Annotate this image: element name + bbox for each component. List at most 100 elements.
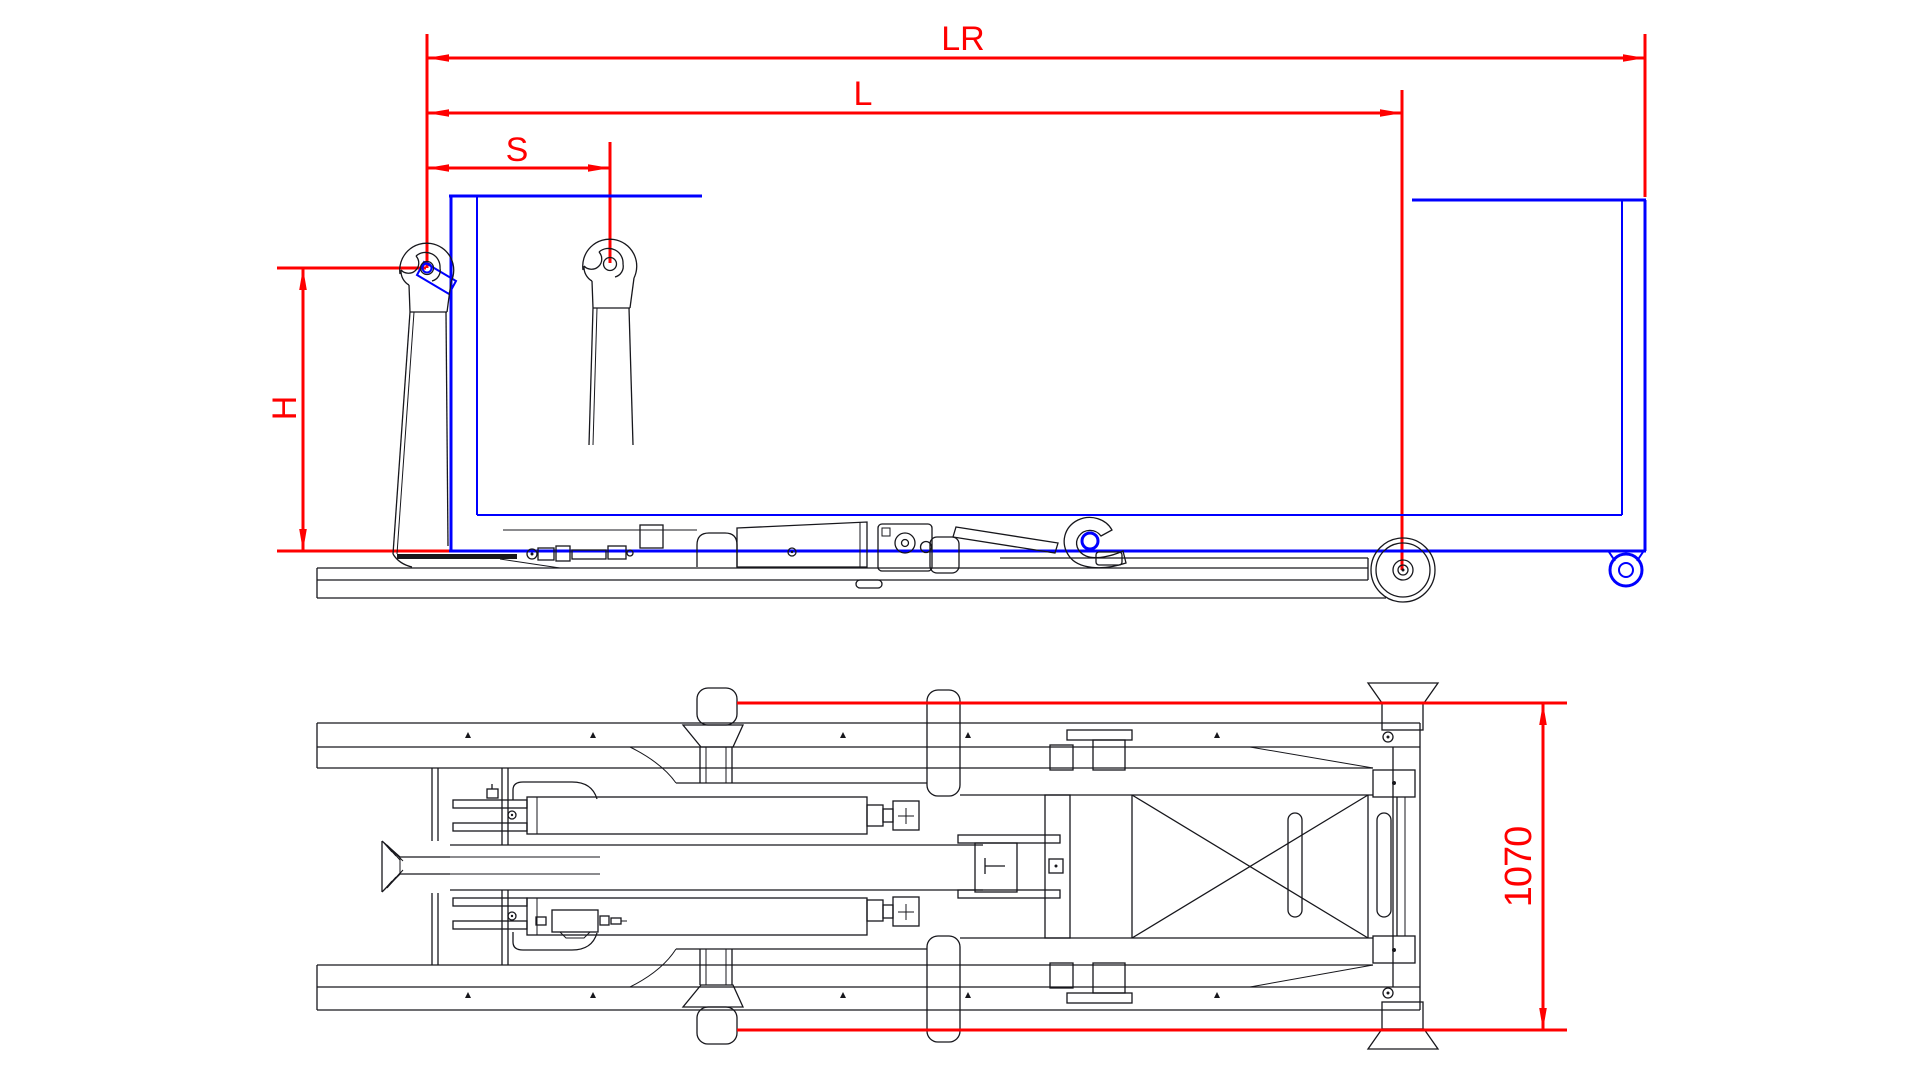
- slider-block: [974, 842, 1018, 893]
- rod-neck: [882, 808, 894, 823]
- frame-transition-top: [629, 746, 677, 784]
- dimension-label-l: L: [854, 75, 873, 113]
- container-outline-side: [415, 194, 1647, 553]
- plan-view: 1070: [316, 682, 1567, 1050]
- clevis-pin: [507, 810, 517, 820]
- main-pivot-bore: [894, 532, 916, 554]
- hook-arm-front: [392, 242, 455, 568]
- mount-bolt: [486, 788, 499, 799]
- linkage-rod: [571, 549, 607, 560]
- pivot-bracket: [787, 523, 960, 589]
- funnel-bottom-edge: [381, 873, 450, 893]
- dimension-label-lr: LR: [941, 20, 984, 58]
- tilt-frame-edge: [499, 558, 561, 569]
- support-wheel-mount: [681, 984, 745, 1008]
- hook-arm-edge-inner: [592, 307, 598, 446]
- clevis-pin-center: [510, 813, 514, 817]
- rod-end-block: [892, 800, 920, 831]
- rear-roller-outer: [1370, 537, 1436, 603]
- guide-roller-block: [1092, 962, 1126, 994]
- hydraulic-fitting-nut: [610, 917, 622, 925]
- telescopic-boom-side: [696, 521, 868, 568]
- rail-end-bolt: [1382, 731, 1394, 743]
- dimension-1070: 1070: [737, 701, 1567, 1032]
- boom-barrel: [736, 521, 868, 568]
- roller-bearing-block: [1372, 935, 1416, 964]
- clevis-plate: [452, 822, 528, 832]
- rail-taper-bottom: [1249, 964, 1374, 988]
- guide-roller-plate: [1066, 729, 1133, 741]
- support-wheel-mount: [681, 724, 745, 748]
- hydraulic-cylinder-bottom: [452, 896, 920, 951]
- pivot-plate: [877, 523, 933, 572]
- guide-roller-stop: [1049, 744, 1074, 771]
- guide-roller-block: [1092, 739, 1126, 771]
- hook-arm-edge: [445, 311, 449, 547]
- cylinder-bracket: [512, 781, 598, 800]
- rear-safety-hook: [952, 516, 1127, 569]
- pivot-block: [929, 536, 960, 574]
- container-rear-lock-bar: [1080, 531, 1100, 551]
- safety-hook-claw: [1063, 516, 1127, 569]
- support-wheel-tire: [696, 1006, 738, 1045]
- roller-bearing-block: [1372, 769, 1416, 798]
- chassis-stop-pad: [855, 579, 883, 589]
- rear-roller-neck-top: [1381, 702, 1424, 731]
- rear-roller-side: [1370, 537, 1436, 603]
- funnel-top-edge: [381, 840, 450, 858]
- chassis-side: [316, 516, 1436, 603]
- rear-roller-rim: [1375, 542, 1431, 598]
- dimension-s: S: [427, 131, 612, 263]
- support-wheel-bottom: [681, 949, 745, 1045]
- dimension-label-s: S: [506, 131, 529, 169]
- hook-arm-foot: [392, 553, 413, 568]
- rod-neck: [882, 904, 894, 919]
- caster-wheel-hub: [1618, 562, 1634, 578]
- secondary-pin: [919, 540, 933, 554]
- support-wheel-top: [681, 687, 745, 783]
- hook-arm-edge-inner: [396, 311, 415, 555]
- linkage-pin: [526, 548, 538, 560]
- lock-lever: [952, 526, 1059, 554]
- container-caster-wheel: [1608, 551, 1644, 588]
- hydraulic-fitting-right: [599, 915, 610, 926]
- stabilizer-tube-top: [926, 689, 961, 797]
- cylinder-barrel: [526, 796, 868, 835]
- clevis-pin: [507, 911, 517, 921]
- valve-block: [551, 909, 599, 933]
- cylinder-bracket: [512, 932, 598, 951]
- caster-fork-right: [1636, 551, 1644, 562]
- rear-end-assembly: [1366, 682, 1440, 1050]
- hydraulic-cylinder-top: [452, 781, 920, 835]
- dimension-l: L: [427, 75, 1404, 570]
- rail-hole-marks: [465, 732, 1220, 998]
- guide-roller-stop: [1049, 962, 1074, 989]
- hook-arm-phantom: [582, 238, 638, 446]
- center-pin-plate: [1048, 858, 1064, 874]
- rear-roller-neck-bottom: [1381, 1001, 1424, 1030]
- hook-arm-edge: [628, 307, 634, 446]
- rear-roller-axle: [1397, 564, 1409, 576]
- tipping-lock-mechanism: [503, 524, 697, 562]
- grease-fitting: [787, 547, 797, 557]
- hydraulic-fitting-left: [535, 916, 547, 926]
- container-lift-bar: [421, 262, 433, 274]
- linkage-block: [537, 547, 555, 561]
- linkage-pin-center: [530, 552, 534, 556]
- rail-end-bolt-center: [1386, 735, 1390, 739]
- slider-plate-top: [957, 834, 1061, 844]
- clevis-pin-center: [510, 914, 514, 918]
- dimension-h: H: [266, 266, 452, 553]
- boom-saddle: [696, 532, 738, 567]
- rear-roller-cone-bottom: [1366, 1028, 1440, 1050]
- rod-coupler: [866, 804, 884, 827]
- slot-cutout: [1287, 812, 1303, 918]
- clevis-plate: [452, 897, 528, 907]
- slider-plate-bottom: [957, 889, 1061, 899]
- cylinder-barrel: [526, 897, 868, 936]
- guide-roller-plate: [1066, 992, 1133, 1004]
- bearing-center: [1392, 781, 1396, 785]
- rod-coupler: [866, 899, 884, 922]
- stabilizer-tube-bottom: [926, 935, 961, 1043]
